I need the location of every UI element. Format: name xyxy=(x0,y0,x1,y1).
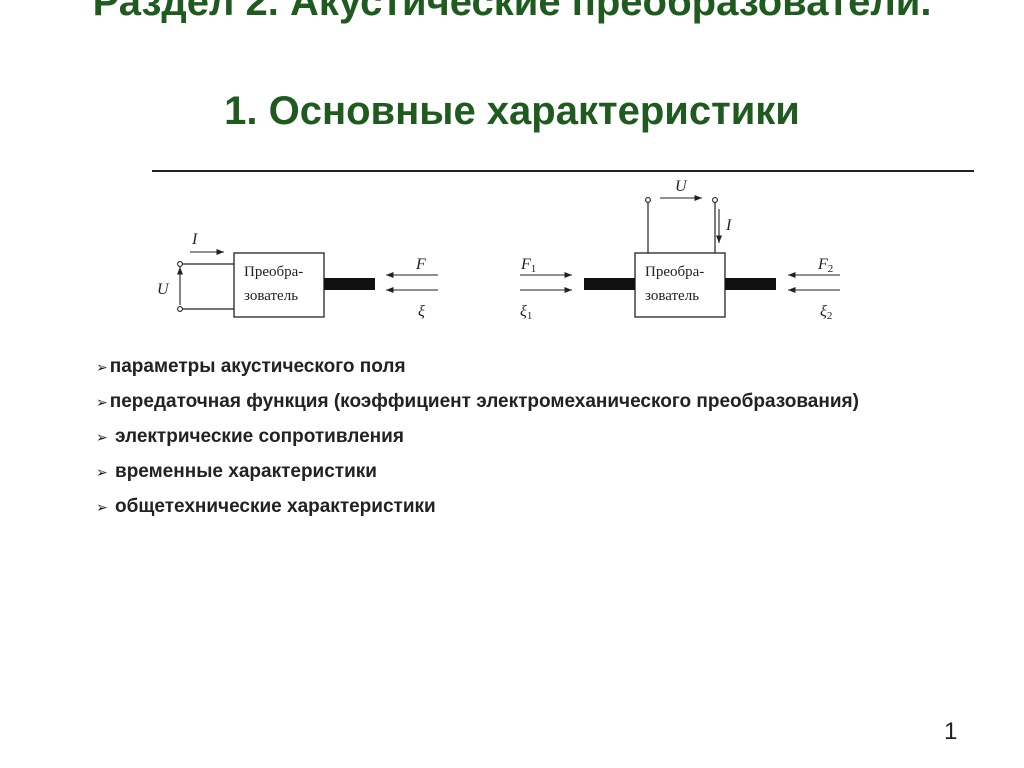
bullet-arrow-icon: ➢ xyxy=(96,499,108,515)
diagram-left: Преобра- зователь U I F ξ xyxy=(157,231,438,320)
force-label-left: F xyxy=(415,256,426,273)
terminal-right-2 xyxy=(712,197,718,203)
list-item: ➢ общетехнические характеристики xyxy=(96,496,436,517)
page-number: 1 xyxy=(944,718,958,745)
diagram-right: Преобра- зователь U I F1 ξ1 F2 ξ2 xyxy=(520,178,840,322)
slide-title: 1. Основные характеристики xyxy=(224,89,800,133)
title-divider xyxy=(152,170,974,172)
box-left-line1: Преобра- xyxy=(244,264,303,280)
box-right-line2: зователь xyxy=(645,288,699,304)
force2-sub: 2 xyxy=(828,263,834,275)
box-right-line1: Преобра- xyxy=(645,264,704,280)
voltage-label-right: U xyxy=(675,178,688,195)
box-left-line2: зователь xyxy=(244,288,298,304)
current-label-left: I xyxy=(191,231,198,248)
list-item: ➢передаточная функция (коэффициент элект… xyxy=(96,391,859,412)
rod-right-1 xyxy=(584,278,635,290)
list-item: ➢ временные характеристики xyxy=(96,461,377,482)
rod-left xyxy=(324,278,375,290)
disp1-sub: 1 xyxy=(527,310,533,322)
characteristics-list: ➢параметры акустического поля ➢передаточ… xyxy=(96,355,916,530)
disp2-label: ξ2 xyxy=(820,303,832,322)
terminal-top xyxy=(177,261,183,267)
section-title: Раздел 2. Акустические преобразователи. xyxy=(92,0,932,24)
force2-label: F2 xyxy=(817,256,833,275)
terminal-right-1 xyxy=(645,197,651,203)
force1-label: F1 xyxy=(520,256,536,275)
force1-sub: 1 xyxy=(531,263,537,275)
current-label-right: I xyxy=(725,217,732,234)
disp1-label: ξ1 xyxy=(520,303,532,322)
list-item: ➢ электрические сопротивления xyxy=(96,426,404,447)
terminal-bottom xyxy=(177,306,183,312)
bullet-arrow-icon: ➢ xyxy=(96,359,108,375)
transducer-box-left xyxy=(233,252,325,318)
bullet-arrow-icon: ➢ xyxy=(96,394,108,410)
list-item: ➢параметры акустического поля xyxy=(96,356,406,377)
bullet-arrow-icon: ➢ xyxy=(96,464,108,480)
transducer-box-right xyxy=(634,252,726,318)
disp2-sub: 2 xyxy=(827,310,833,322)
displacement-label-left: ξ xyxy=(418,303,425,320)
rod-right-2 xyxy=(725,278,776,290)
voltage-label-left: U xyxy=(157,281,170,298)
bullet-arrow-icon: ➢ xyxy=(96,429,108,445)
